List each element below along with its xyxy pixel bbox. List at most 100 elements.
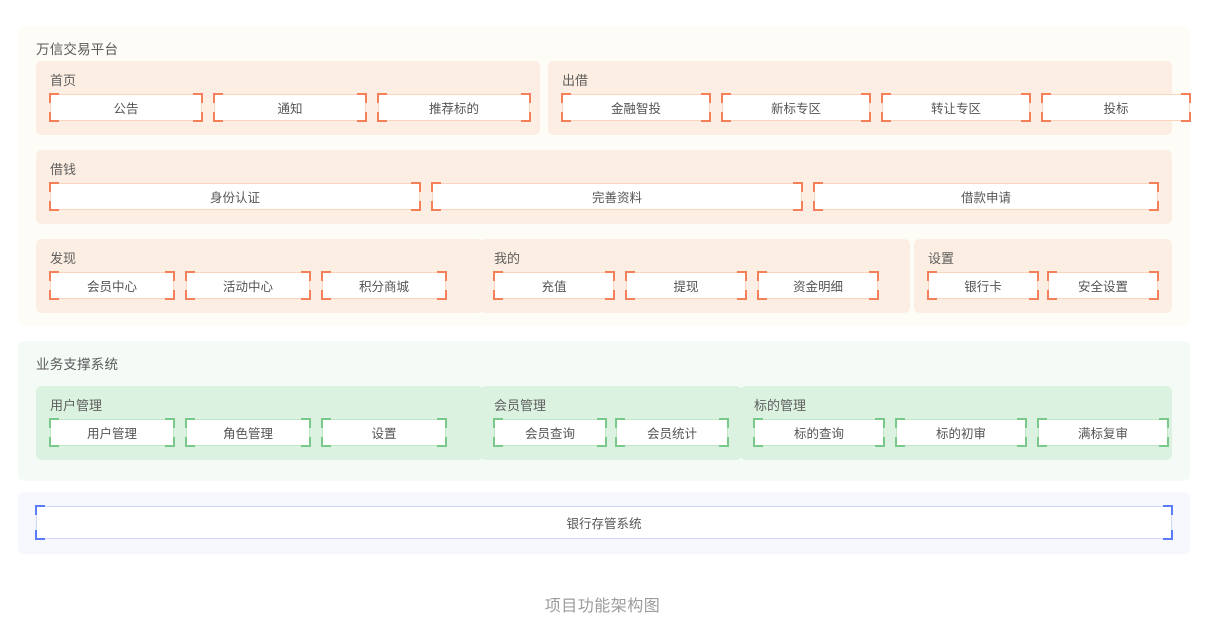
corner-bracket-icon	[493, 290, 503, 300]
group-title-home: 首页	[50, 73, 77, 88]
corner-bracket-icon	[321, 271, 331, 281]
leaf-member-statistics[interactable]: 会员统计	[615, 418, 729, 447]
corner-bracket-icon	[49, 182, 59, 192]
corner-bracket-icon	[165, 418, 175, 428]
leaf-label: 新标专区	[770, 102, 821, 116]
leaf-label: 投标	[1103, 102, 1129, 116]
leaf-label: 银行卡	[964, 280, 1002, 294]
corner-bracket-icon	[431, 201, 441, 211]
leaf-activity-center[interactable]: 活动中心	[185, 271, 311, 300]
corner-bracket-icon	[753, 418, 763, 428]
corner-bracket-icon	[193, 93, 203, 103]
leaf-label: 借款申请	[960, 191, 1011, 205]
leaf-bank-depository-system[interactable]: 银行存管系统	[35, 505, 1173, 540]
corner-bracket-icon	[49, 201, 59, 211]
corner-bracket-icon	[719, 418, 729, 428]
corner-bracket-icon	[1041, 112, 1051, 122]
leaf-target-initial-review[interactable]: 标的初审	[895, 418, 1027, 447]
leaf-security-settings[interactable]: 安全设置	[1047, 271, 1159, 300]
corner-bracket-icon	[721, 112, 731, 122]
corner-bracket-icon	[625, 271, 635, 281]
leaf-label: 活动中心	[222, 280, 273, 294]
corner-bracket-icon	[1181, 93, 1191, 103]
group-mine: 我的 充值 提现 资金明细	[480, 239, 910, 313]
corner-bracket-icon	[813, 201, 823, 211]
leaf-label: 安全设置	[1077, 280, 1128, 294]
corner-bracket-icon	[605, 271, 615, 281]
leaf-label: 转让专区	[930, 102, 981, 116]
corner-bracket-icon	[213, 93, 223, 103]
corner-bracket-icon	[701, 112, 711, 122]
corner-bracket-icon	[861, 112, 871, 122]
corner-bracket-icon	[521, 93, 531, 103]
leaf-loan-application[interactable]: 借款申请	[813, 182, 1159, 211]
corner-bracket-icon	[1029, 290, 1039, 300]
corner-bracket-icon	[757, 290, 767, 300]
corner-bracket-icon	[875, 437, 885, 447]
leaf-label: 身份认证	[209, 191, 260, 205]
group-title-user-management: 用户管理	[50, 398, 103, 413]
leaf-smart-investment[interactable]: 金融智投	[561, 93, 711, 122]
corner-bracket-icon	[431, 182, 441, 192]
leaf-label: 通知	[277, 102, 303, 116]
leaf-complete-profile[interactable]: 完善资料	[431, 182, 803, 211]
corner-bracket-icon	[35, 505, 45, 515]
leaf-member-center[interactable]: 会员中心	[49, 271, 175, 300]
corner-bracket-icon	[493, 437, 503, 447]
corner-bracket-icon	[493, 271, 503, 281]
corner-bracket-icon	[165, 290, 175, 300]
leaf-role-management[interactable]: 角色管理	[185, 418, 311, 447]
corner-bracket-icon	[437, 418, 447, 428]
leaf-new-target-zone[interactable]: 新标专区	[721, 93, 871, 122]
section-title-trading-platform: 万信交易平台	[36, 42, 119, 57]
leaf-bank-card[interactable]: 银行卡	[927, 271, 1039, 300]
corner-bracket-icon	[411, 182, 421, 192]
corner-bracket-icon	[1163, 530, 1173, 540]
leaf-recommended-target[interactable]: 推荐标的	[377, 93, 531, 122]
corner-bracket-icon	[321, 418, 331, 428]
leaf-label: 角色管理	[222, 427, 273, 441]
leaf-label: 资金明细	[792, 280, 843, 294]
leaf-member-query[interactable]: 会员查询	[493, 418, 607, 447]
corner-bracket-icon	[1149, 201, 1159, 211]
leaf-target-query[interactable]: 标的查询	[753, 418, 885, 447]
corner-bracket-icon	[213, 112, 223, 122]
leaf-label: 设置	[371, 427, 397, 441]
leaf-fund-details[interactable]: 资金明细	[757, 271, 879, 300]
group-discover: 发现 会员中心 活动中心 积分商城	[36, 239, 484, 313]
leaf-announcement[interactable]: 公告	[49, 93, 203, 122]
corner-bracket-icon	[737, 290, 747, 300]
group-title-target-management: 标的管理	[754, 398, 807, 413]
group-title-borrow: 借钱	[50, 162, 77, 177]
corner-bracket-icon	[321, 437, 331, 447]
corner-bracket-icon	[793, 182, 803, 192]
corner-bracket-icon	[1149, 182, 1159, 192]
corner-bracket-icon	[793, 201, 803, 211]
leaf-points-mall[interactable]: 积分商城	[321, 271, 447, 300]
leaf-full-target-review[interactable]: 满标复审	[1037, 418, 1169, 447]
corner-bracket-icon	[737, 271, 747, 281]
leaf-identity-verification[interactable]: 身份认证	[49, 182, 421, 211]
corner-bracket-icon	[49, 112, 59, 122]
corner-bracket-icon	[1037, 418, 1047, 428]
leaf-user-management[interactable]: 用户管理	[49, 418, 175, 447]
corner-bracket-icon	[193, 112, 203, 122]
leaf-settings[interactable]: 设置	[321, 418, 447, 447]
leaf-label: 推荐标的	[428, 102, 479, 116]
leaf-label: 完善资料	[591, 191, 642, 205]
corner-bracket-icon	[493, 418, 503, 428]
leaf-label: 公告	[113, 102, 139, 116]
leaf-label: 金融智投	[610, 102, 661, 116]
corner-bracket-icon	[1041, 93, 1051, 103]
leaf-recharge[interactable]: 充值	[493, 271, 615, 300]
corner-bracket-icon	[357, 93, 367, 103]
leaf-withdraw[interactable]: 提现	[625, 271, 747, 300]
corner-bracket-icon	[1159, 437, 1169, 447]
diagram-caption: 项目功能架构图	[544, 598, 661, 615]
section-title-business-support: 业务支撑系统	[36, 357, 119, 372]
leaf-transfer-zone[interactable]: 转让专区	[881, 93, 1031, 122]
corner-bracket-icon	[927, 290, 937, 300]
group-title-mine: 我的	[494, 251, 521, 266]
leaf-notification[interactable]: 通知	[213, 93, 367, 122]
leaf-bidding[interactable]: 投标	[1041, 93, 1191, 122]
